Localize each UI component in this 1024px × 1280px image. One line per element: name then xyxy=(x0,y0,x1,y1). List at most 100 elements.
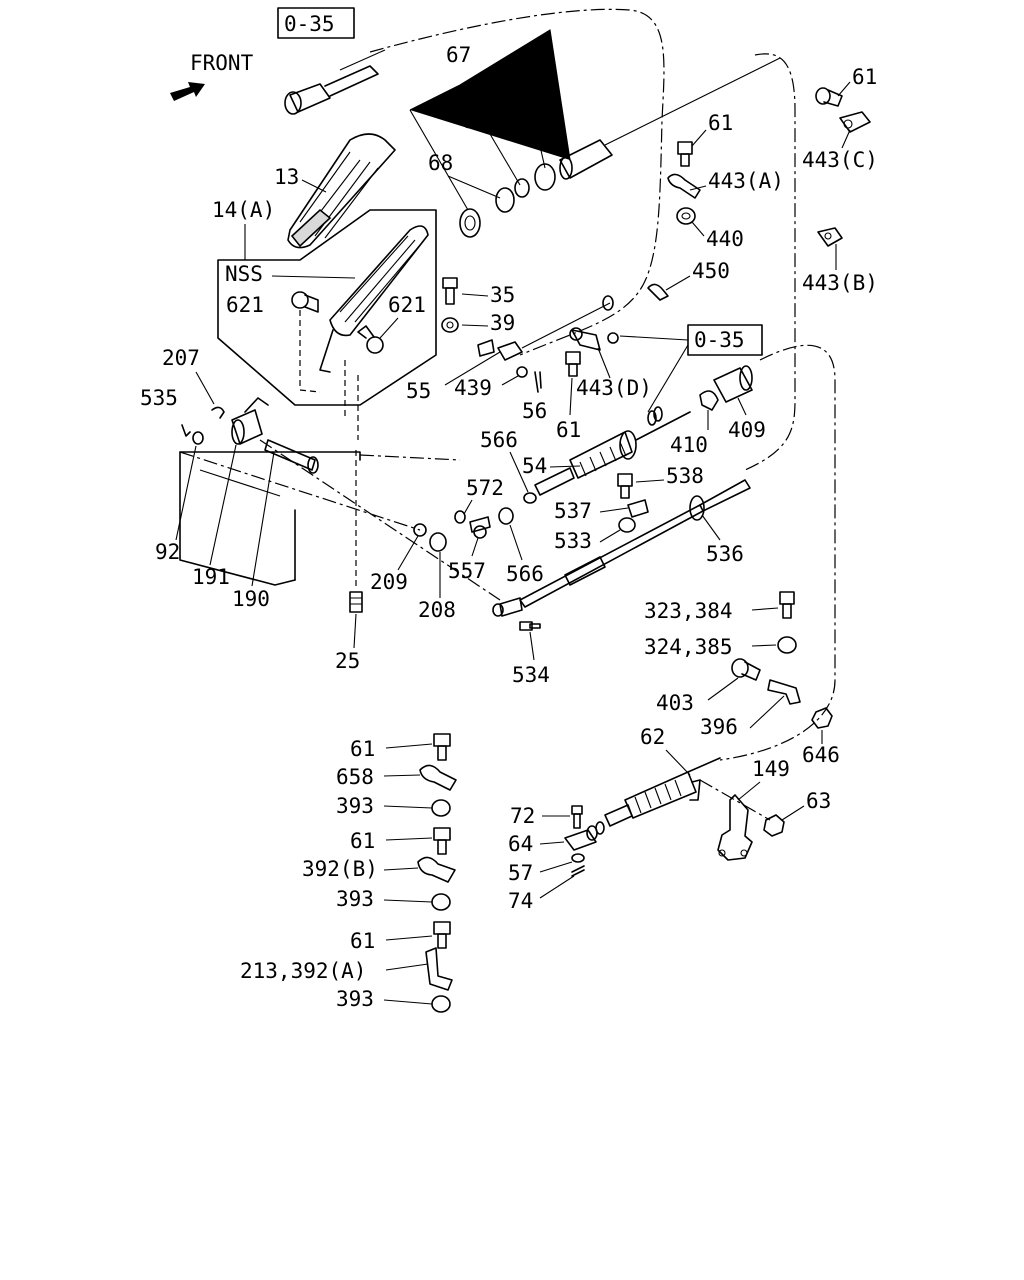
label-57: 57 xyxy=(508,861,533,885)
label-393-g3: 393 xyxy=(336,987,374,1011)
label-25: 25 xyxy=(335,649,360,673)
label-14a: 14(A) xyxy=(212,198,275,222)
clamp-392b-icon xyxy=(417,856,456,883)
label-149: 149 xyxy=(752,757,790,781)
label-61-g3: 61 xyxy=(350,929,375,953)
nut-393-g2-icon xyxy=(431,893,451,911)
nut-393-g1-icon xyxy=(431,799,451,817)
label-191: 191 xyxy=(192,565,230,589)
pin-56-icon xyxy=(534,371,542,393)
clamp-group-1 xyxy=(419,733,457,817)
label-534: 534 xyxy=(512,663,550,687)
label-500: 500 xyxy=(464,109,502,133)
cable-top-dashed xyxy=(369,8,665,356)
label-621-left: 621 xyxy=(226,293,264,317)
label-450: 450 xyxy=(692,259,730,283)
pin-72-icon xyxy=(571,805,583,829)
nut-566-top-icon xyxy=(523,492,537,504)
ref-label-top: 0-35 xyxy=(284,12,335,36)
label-557: 557 xyxy=(448,559,486,583)
ref-label-mid: 0-35 xyxy=(694,328,745,352)
clip-450-icon xyxy=(647,283,669,301)
clamp-group-3 xyxy=(425,921,453,1013)
bolt-61-right-icon xyxy=(815,87,843,107)
nut-533-icon xyxy=(618,517,636,533)
washer-209-icon xyxy=(413,523,427,537)
label-nss: NSS xyxy=(225,262,263,286)
label-323-384: 323,384 xyxy=(644,599,733,623)
ref-box-mid[interactable]: 0-35 xyxy=(687,324,763,356)
label-63: 63 xyxy=(806,789,831,813)
label-56: 56 xyxy=(522,399,547,423)
nut-393-g3-icon xyxy=(431,995,451,1013)
front-label: FRONT xyxy=(190,51,254,75)
label-213-392a: 213,392(A) xyxy=(240,959,366,983)
label-62: 62 xyxy=(640,725,665,749)
label-537: 537 xyxy=(554,499,592,523)
label-61-g1: 61 xyxy=(350,737,375,761)
label-621-right: 621 xyxy=(388,293,426,317)
front-direction-indicator: FRONT xyxy=(170,51,254,101)
label-533: 533 xyxy=(554,529,592,553)
label-74: 74 xyxy=(508,889,533,913)
label-409: 409 xyxy=(728,418,766,442)
label-440: 440 xyxy=(706,227,744,251)
label-538: 538 xyxy=(666,464,704,488)
label-61-right: 61 xyxy=(852,65,877,89)
bolt-61-g2-icon xyxy=(433,827,451,855)
washer-92-icon xyxy=(192,431,204,445)
label-55: 55 xyxy=(406,379,431,403)
yoke-64-icon xyxy=(564,821,605,851)
clip-443c-icon xyxy=(839,111,871,133)
label-67: 67 xyxy=(446,43,471,67)
label-410: 410 xyxy=(670,433,708,457)
leader-67 xyxy=(409,29,571,161)
label-72: 72 xyxy=(510,804,535,828)
label-13: 13 xyxy=(274,165,299,189)
ref-box-top[interactable]: 0-35 xyxy=(277,7,355,39)
bolt-538-icon xyxy=(617,473,633,499)
cable-far-right-dashed xyxy=(719,344,836,761)
label-443c: 443(C) xyxy=(802,148,878,172)
label-61-top: 61 xyxy=(708,111,733,135)
front-arrow-icon xyxy=(170,82,205,101)
cable-end-top-icon xyxy=(284,49,386,115)
bolt-61-g3-icon xyxy=(433,921,451,949)
clamp-410-icon xyxy=(699,390,719,411)
clip-572-icon xyxy=(454,510,466,524)
label-208: 208 xyxy=(418,598,456,622)
pin-557-icon xyxy=(469,516,491,539)
label-35: 35 xyxy=(490,283,515,307)
pedal-arm-icon xyxy=(319,225,429,373)
stopper-right-icon xyxy=(357,325,384,354)
nut-440-icon xyxy=(676,207,696,225)
label-324-385: 324,385 xyxy=(644,635,733,659)
pedal-bracket-icon xyxy=(179,451,361,586)
label-92: 92 xyxy=(155,540,180,564)
label-190: 190 xyxy=(232,587,270,611)
shaft-190-icon xyxy=(264,439,319,474)
label-536: 536 xyxy=(706,542,744,566)
clamp-658-icon xyxy=(419,764,457,791)
bolt-61-top-icon xyxy=(677,141,693,167)
nut-324-icon xyxy=(777,636,797,654)
pin-74-icon xyxy=(571,865,585,877)
linkage-55-icon xyxy=(477,295,614,361)
clip-207-icon xyxy=(211,406,225,419)
label-499: 499 xyxy=(502,86,540,110)
bolt-35-icon xyxy=(442,277,458,305)
clip-443b-icon xyxy=(817,227,843,247)
label-209: 209 xyxy=(370,570,408,594)
label-396: 396 xyxy=(700,715,738,739)
label-61-pedal: 61 xyxy=(556,418,581,442)
label-439: 439 xyxy=(454,376,492,400)
label-646: 646 xyxy=(802,743,840,767)
nut-208-icon xyxy=(429,532,447,552)
label-658: 658 xyxy=(336,765,374,789)
cable-right-dashed xyxy=(744,53,796,471)
bolt-403-icon xyxy=(731,658,761,681)
label-64: 64 xyxy=(508,832,533,856)
clip-443d-icon xyxy=(569,327,619,351)
washer-439-icon xyxy=(516,366,528,378)
